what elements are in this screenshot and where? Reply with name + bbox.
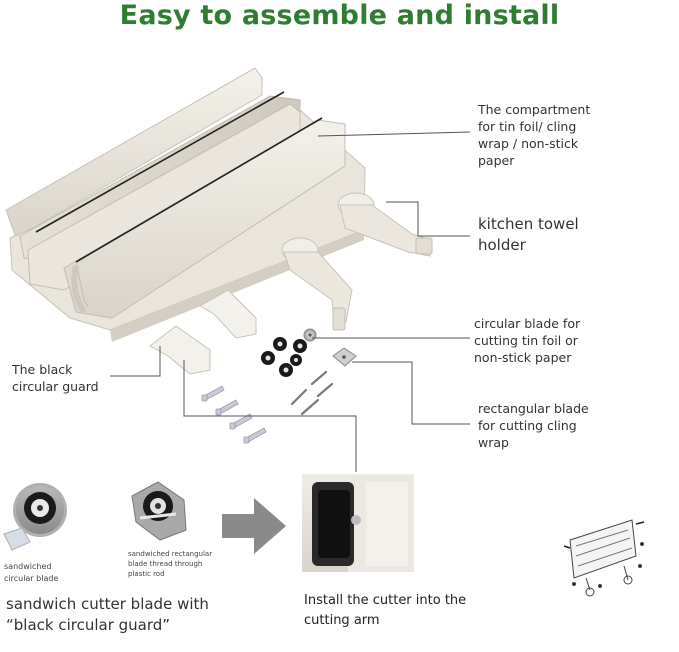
compartment-label: The compartment for tin foil/ cling wrap…: [478, 102, 591, 168]
circular-blade-label: circular blade for cutting tin foil or n…: [474, 316, 581, 365]
rectangular-blade-label: rectangular blade for cutting cling wrap: [478, 401, 589, 450]
leader-lines: [110, 131, 471, 472]
screws: [290, 370, 334, 416]
wall-plugs: [201, 385, 267, 444]
clip-upper: [198, 289, 257, 339]
sandwiched-rectangular-blade-illustration: [131, 481, 187, 541]
clip-lower: [149, 325, 211, 375]
installed-sketch: [563, 519, 645, 597]
install-photo: [302, 474, 414, 572]
right-arrow-icon: [222, 498, 286, 554]
dispenser-body: [5, 67, 366, 342]
install-caption: Install the cutter into the cutting arm: [304, 593, 467, 628]
towel-holder-arm-left: [281, 237, 353, 331]
sandwiched-rectangular-label: sandwiched rectangular blade thread thro…: [128, 550, 213, 578]
sandwiched-circular-label: sandwiched circular blade: [4, 562, 59, 583]
sandwich-caption: sandwich cutter blade with “black circul…: [6, 595, 209, 634]
towel-holder-arm-right: [337, 192, 433, 257]
black-guard-label: The black circular guard: [12, 362, 99, 394]
circular-blade-part: [303, 328, 317, 342]
rectangular-blade-part: [332, 347, 357, 367]
black-circular-guards: [261, 337, 307, 377]
sandwiched-circular-blade-illustration: [3, 483, 67, 551]
towel-holder-label: kitchen towel holder: [478, 215, 579, 254]
page-title: Easy to assemble and install: [119, 0, 560, 31]
